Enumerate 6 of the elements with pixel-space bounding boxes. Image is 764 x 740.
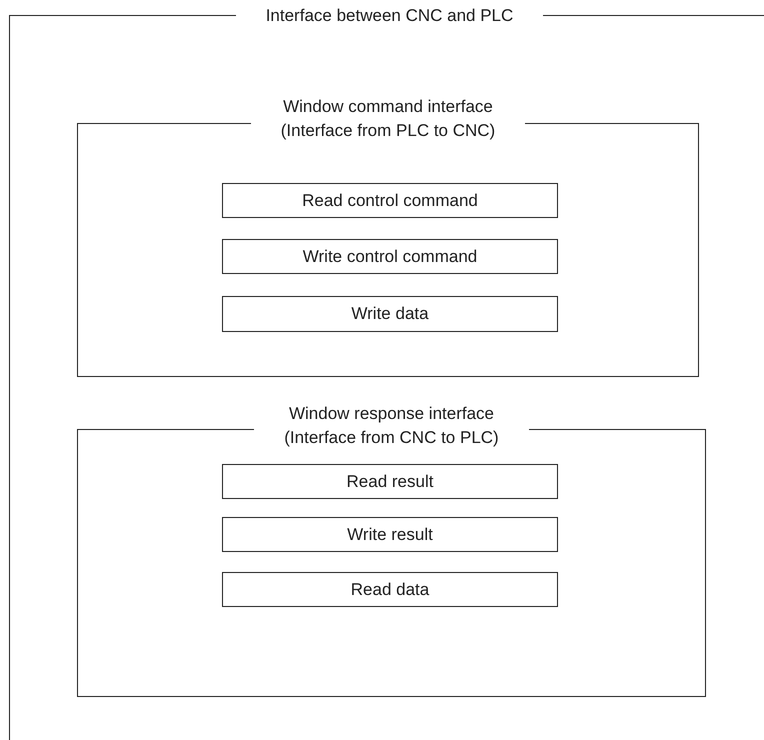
- process-box: Read data: [222, 572, 558, 607]
- process-box: Write data: [222, 296, 558, 332]
- process-box: Read result: [222, 464, 558, 499]
- process-box: Read control command: [222, 183, 558, 218]
- process-box: Write control command: [222, 239, 558, 274]
- process-box: Write result: [222, 517, 558, 552]
